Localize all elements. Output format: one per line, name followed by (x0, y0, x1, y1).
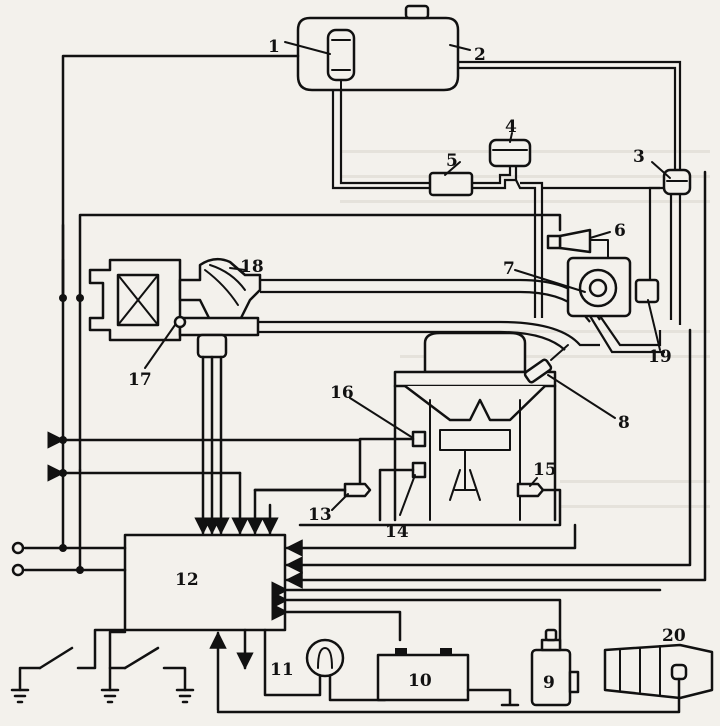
ignition-coil (530, 628, 580, 707)
label-16: 16 (330, 383, 354, 403)
auxiliary-air-valve (546, 228, 609, 259)
label-17: 17 (128, 370, 152, 390)
lamp-11 (263, 628, 387, 702)
label-1: 1 (268, 37, 280, 57)
fuel-filter (428, 171, 474, 197)
fuel-pump (326, 28, 356, 91)
label-14: 14 (385, 522, 409, 542)
junction-dots (59, 294, 84, 574)
label-15: 15 (533, 460, 557, 480)
ecu-signal-lines-left (23, 54, 562, 572)
throttle-body (173, 315, 260, 359)
label-18: 18 (240, 257, 264, 277)
label-20: 20 (662, 626, 686, 646)
ecu-control-unit (123, 533, 287, 632)
label-12: 12 (175, 570, 199, 590)
label-8: 8 (618, 413, 630, 433)
terminal-b (11, 563, 25, 577)
fuel-lines (331, 60, 682, 318)
ecu-signal-lines-right (271, 170, 707, 652)
switch-2 (100, 630, 195, 704)
label-19: 19 (648, 347, 672, 367)
isc-hoses (599, 315, 662, 347)
idle-speed-valve (566, 256, 660, 318)
label-7: 7 (503, 259, 515, 279)
pressure-damper (488, 138, 532, 168)
label-4: 4 (505, 117, 517, 137)
sensor-16 (358, 430, 427, 492)
label-2: 2 (474, 45, 486, 65)
label-11: 11 (270, 660, 294, 680)
label-6: 6 (614, 221, 626, 241)
distributor (216, 643, 714, 714)
fuel-tank (296, 4, 460, 92)
air-filter (88, 258, 182, 342)
sensor-13 (253, 482, 372, 498)
label-3: 3 (633, 147, 645, 167)
engine-block (393, 331, 557, 522)
label-13: 13 (308, 505, 332, 525)
label-9: 9 (543, 673, 555, 693)
label-5: 5 (446, 151, 458, 171)
switch-1 (10, 628, 127, 704)
leader-lines (144, 41, 671, 516)
battery (376, 648, 520, 707)
terminal-a (11, 541, 25, 555)
sensor-15 (298, 482, 562, 527)
sensor-14 (378, 461, 427, 522)
fuel-injector (523, 344, 569, 384)
label-10: 10 (408, 671, 432, 691)
pressure-regulator (648, 168, 692, 325)
